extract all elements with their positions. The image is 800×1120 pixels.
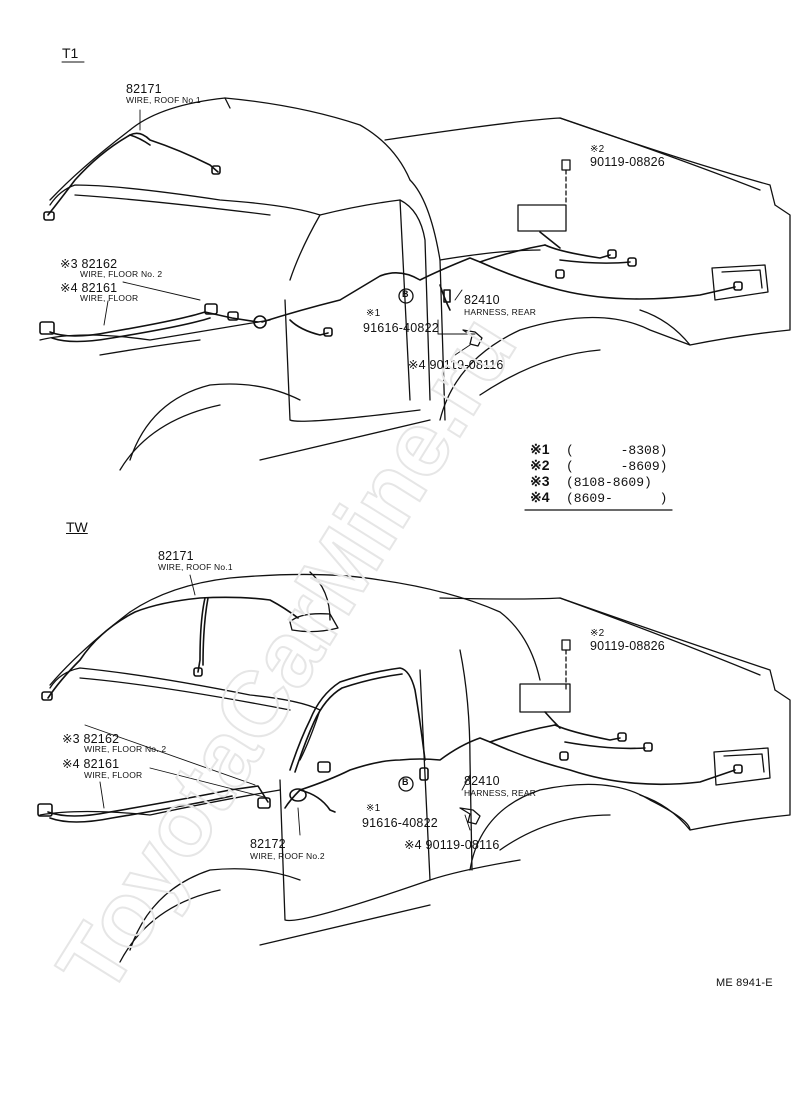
t1-clip1-mark: ※1 bbox=[366, 308, 381, 319]
legend-mark: ※4 bbox=[530, 489, 550, 505]
tw-bolt4-code: ※4 90119-08116 bbox=[404, 838, 500, 852]
legend-row: ※3 (8108-8609) bbox=[530, 473, 667, 489]
tw-harness-code: 82410 bbox=[464, 774, 500, 788]
tw-leaders bbox=[84, 574, 471, 836]
tw-floor-wire2-desc: WIRE, FLOOR No. 2 bbox=[84, 744, 167, 754]
reference-code: ME 8941-E bbox=[716, 977, 773, 989]
t1-roof-wire1-code: 82171 bbox=[126, 82, 162, 96]
tw-bolt2-code: 90119-08826 bbox=[590, 639, 665, 653]
legend-range: ( -8609) bbox=[566, 459, 668, 474]
t1-floor-wire-desc: WIRE, FLOOR bbox=[80, 293, 139, 303]
t1-leaders bbox=[103, 109, 476, 356]
t1-clip1-code: 91616-40822 bbox=[363, 321, 439, 335]
legend-range: (8609- ) bbox=[566, 491, 668, 506]
t1-bolt2-code: 90119-08826 bbox=[590, 155, 665, 169]
date-legend: ※1 ( -8308) ※2 ( -8609) ※3 (8108-8609) ※4 (8… bbox=[530, 441, 667, 505]
legend-row: ※1 ( -8308) bbox=[530, 441, 667, 457]
legend-row: ※4 (8609- ) bbox=[530, 489, 667, 505]
tw-floor-wire-desc: WIRE, FLOOR bbox=[84, 770, 143, 780]
tw-harness-desc: HARNESS, REAR bbox=[464, 788, 537, 798]
t1-section-label: T1 bbox=[62, 45, 79, 61]
t1-wires bbox=[39, 132, 743, 343]
tw-roof-wire1-desc: WIRE, ROOF No.1 bbox=[158, 562, 233, 572]
t1-bolt4-code: ※4 90119-08116 bbox=[408, 358, 504, 372]
tw-clip1-code: 91616-40822 bbox=[362, 816, 438, 830]
legend-mark: ※1 bbox=[530, 441, 550, 457]
legend-range: ( -8308) bbox=[566, 443, 668, 458]
t1-vehicle-outline bbox=[39, 97, 791, 471]
t1-roof-wire1-desc: WIRE, ROOF No.1 bbox=[126, 95, 201, 105]
legend-range: (8108-8609) bbox=[566, 475, 652, 490]
legend-mark: ※3 bbox=[530, 473, 550, 489]
t1-fasteners bbox=[398, 159, 571, 347]
legend-mark: ※2 bbox=[530, 457, 550, 473]
tw-floor-wire-code: ※4 82161 bbox=[62, 757, 120, 771]
t1-floor-wire2-code: ※3 82162 bbox=[60, 257, 118, 271]
tw-clip-glyph: B bbox=[402, 777, 409, 787]
t1-harness-desc: HARNESS, REAR bbox=[464, 307, 537, 317]
t1-floor-wire-code: ※4 82161 bbox=[60, 281, 118, 295]
tw-floor-wire2-code: ※3 82162 bbox=[62, 732, 120, 746]
tw-fasteners bbox=[398, 639, 571, 825]
t1-floor-wire2-desc: WIRE, FLOOR No. 2 bbox=[80, 269, 163, 279]
tw-roof-wire2-desc: WIRE, ROOF No.2 bbox=[250, 851, 325, 861]
tw-vehicle-outline bbox=[39, 571, 791, 963]
tw-clip1-mark: ※1 bbox=[366, 803, 381, 814]
tw-roof-wire1-code: 82171 bbox=[158, 549, 194, 563]
tw-roof-wire2-code: 82172 bbox=[250, 837, 286, 851]
t1-bolt2-mark: ※2 bbox=[590, 144, 605, 155]
t1-clip-glyph: B bbox=[402, 289, 409, 299]
legend-row: ※2 ( -8609) bbox=[530, 457, 667, 473]
tw-wires bbox=[37, 596, 743, 823]
t1-harness-code: 82410 bbox=[464, 293, 500, 307]
tw-section-label: TW bbox=[66, 519, 88, 535]
tw-bolt2-mark: ※2 bbox=[590, 628, 605, 639]
